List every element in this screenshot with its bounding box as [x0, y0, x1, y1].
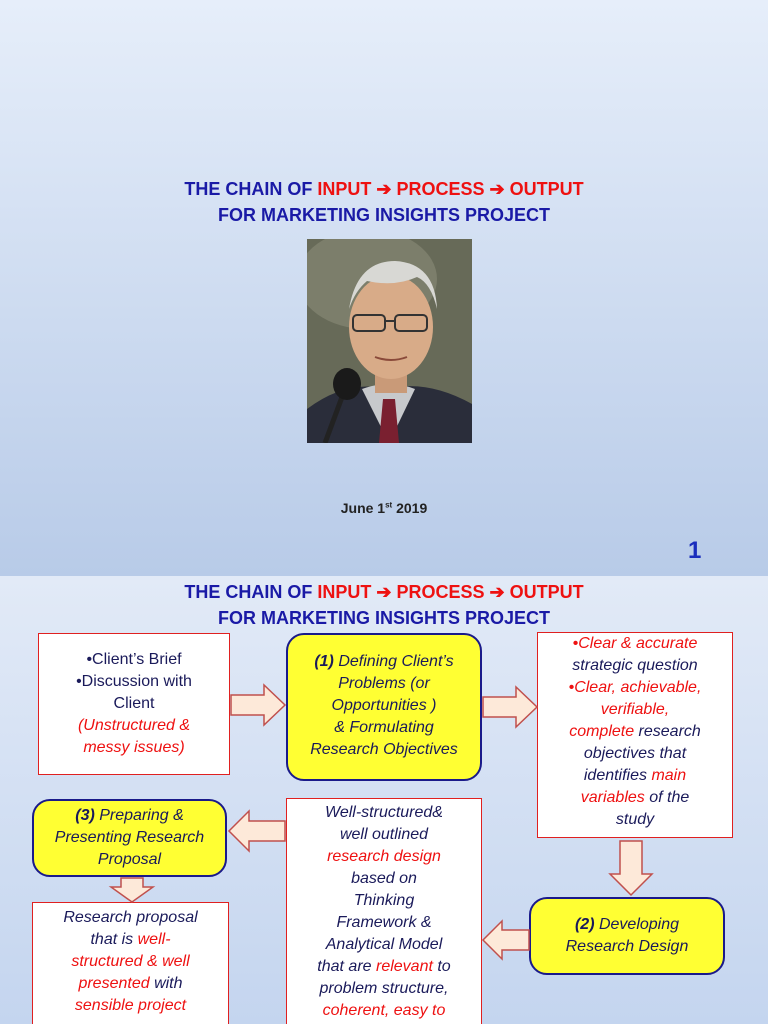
slide1-title: THE CHAIN OF INPUT ➔ PROCESS ➔ OUTPUT FO…	[0, 176, 768, 228]
highlight-text: variables	[580, 789, 645, 806]
output-box-line: study	[615, 811, 655, 828]
proposal-box-line: presented with	[33, 973, 228, 995]
highlight-text: main	[651, 767, 687, 784]
title-input: INPUT	[317, 179, 372, 199]
step1-line: Research Objectives	[310, 741, 458, 758]
title-output: OUTPUT	[509, 582, 584, 602]
output-box-line: •Clear & accurate	[572, 635, 698, 652]
design-box-line: Framework &	[336, 914, 432, 931]
design-box-line: based on	[351, 870, 417, 887]
design-box-line: Well-structured&	[325, 804, 443, 821]
proposal-box-line: that is well-	[33, 929, 228, 951]
page-number: 1	[688, 537, 702, 564]
slide1-title-line2: FOR MARKETING INSIGHTS PROJECT	[217, 205, 550, 225]
step1-number: (1)	[314, 653, 334, 670]
plain-text: with	[149, 975, 183, 992]
output-box-line: verifiable,	[600, 701, 670, 718]
step3-line: (3) Preparing &	[34, 805, 225, 827]
presenter-portrait-icon	[307, 239, 472, 443]
slide1-title-line1: THE CHAIN OF INPUT ➔ PROCESS ➔ OUTPUT	[0, 176, 768, 202]
title-prefix: THE CHAIN OF	[184, 179, 318, 199]
slide2-title: THE CHAIN OF INPUT ➔ PROCESS ➔ OUTPUT FO…	[0, 579, 768, 631]
title-output: OUTPUT	[509, 179, 584, 199]
step2-line: Research Design	[565, 938, 689, 955]
output-box: •Clear & accurate strategic question •Cl…	[537, 632, 733, 838]
right-arrow-icon: ➔	[371, 582, 397, 602]
step1-text: Defining Client’s	[333, 653, 454, 670]
flow-diagram-slide: THE CHAIN OF INPUT ➔ PROCESS ➔ OUTPUT FO…	[0, 576, 768, 1024]
input-box-line: (Unstructured &	[77, 717, 191, 734]
arrow-design-to-step3-icon	[227, 809, 286, 853]
plain-text: that are	[317, 958, 376, 975]
step1-line: Opportunities )	[331, 697, 437, 714]
input-box-line: •Discussion with	[76, 673, 192, 690]
title-input: INPUT	[317, 582, 372, 602]
title-process: PROCESS	[396, 582, 485, 602]
title-slide: THE CHAIN OF INPUT ➔ PROCESS ➔ OUTPUT FO…	[0, 0, 768, 576]
title-prefix: THE CHAIN OF	[184, 582, 318, 602]
date-month-day: June 1	[340, 500, 386, 516]
step3-number: (3)	[75, 807, 95, 824]
step1-box: (1) Defining Client’s Problems (or Oppor…	[286, 633, 482, 781]
research-proposal-box: Research proposal that is well- structur…	[32, 902, 229, 1024]
output-box-line: strategic question	[572, 657, 698, 674]
arrow-step2-to-design-icon	[481, 919, 530, 961]
design-box-line: coherent, easy to	[322, 1002, 446, 1019]
arrow-step1-to-output-icon	[482, 685, 539, 729]
research-design-box: Well-structured& well outlined research …	[286, 798, 482, 1024]
highlight-text: complete	[569, 723, 635, 740]
step3-text: Preparing &	[94, 807, 184, 824]
output-box-line: •Clear, achievable,	[568, 679, 702, 696]
step2-text: Developing	[594, 916, 680, 933]
plain-text: research	[634, 723, 701, 740]
step2-box: (2) Developing Research Design	[529, 897, 725, 975]
step2-line: (2) Developing	[531, 914, 723, 936]
date-ordinal: st	[385, 500, 393, 510]
design-box-line: Thinking	[353, 892, 415, 909]
design-box-line: research design	[327, 848, 441, 865]
presenter-photo	[307, 239, 472, 443]
slide2-title-line1: THE CHAIN OF INPUT ➔ PROCESS ➔ OUTPUT	[0, 579, 768, 605]
output-box-line: variables of the	[538, 787, 732, 809]
step2-number: (2)	[574, 916, 595, 933]
proposal-box-line: sensible project	[74, 997, 187, 1014]
right-arrow-icon: ➔	[371, 179, 397, 199]
arrow-output-to-step2-icon	[608, 840, 654, 897]
proposal-box-line: Research proposal	[63, 909, 198, 926]
plain-text: of the	[644, 789, 690, 806]
output-box-line: complete research	[538, 721, 732, 743]
title-process: PROCESS	[396, 179, 485, 199]
plain-text: that is	[90, 931, 138, 948]
input-box-line: messy issues)	[83, 739, 185, 756]
design-box-line: problem structure,	[319, 980, 449, 997]
step3-line: Proposal	[97, 851, 162, 868]
design-box-line: Analytical Model	[325, 936, 443, 953]
slide2-title-line2: FOR MARKETING INSIGHTS PROJECT	[217, 608, 550, 628]
output-box-line: objectives that	[583, 745, 687, 762]
right-arrow-icon: ➔	[484, 582, 510, 602]
step3-line: Presenting Research	[54, 829, 205, 846]
step1-line: & Formulating	[334, 719, 434, 736]
design-box-line: that are relevant to	[287, 956, 481, 978]
design-box-line: well outlined	[339, 826, 429, 843]
plain-text: identifies	[583, 767, 652, 784]
highlight-text: presented	[78, 975, 150, 992]
input-box: •Client’s Brief •Discussion with Client …	[38, 633, 230, 775]
right-arrow-icon: ➔	[484, 179, 510, 199]
step3-box: (3) Preparing & Presenting Research Prop…	[32, 799, 227, 877]
step1-line: Problems (or	[338, 675, 430, 692]
input-box-line: Client	[113, 695, 155, 712]
plain-text: to	[432, 958, 451, 975]
step1-line: (1) Defining Client’s	[288, 651, 480, 673]
proposal-box-line: structured & well	[71, 953, 190, 970]
presentation-date: June 1st 2019	[0, 500, 768, 516]
highlight-text: well-	[137, 931, 171, 948]
date-year: 2019	[392, 500, 428, 516]
highlight-text: relevant	[375, 958, 433, 975]
output-box-line: identifies main	[538, 765, 732, 787]
arrow-step3-to-proposal-icon	[108, 877, 156, 903]
input-box-line: •Client’s Brief	[86, 651, 182, 668]
arrow-input-to-step1-icon	[230, 683, 287, 727]
